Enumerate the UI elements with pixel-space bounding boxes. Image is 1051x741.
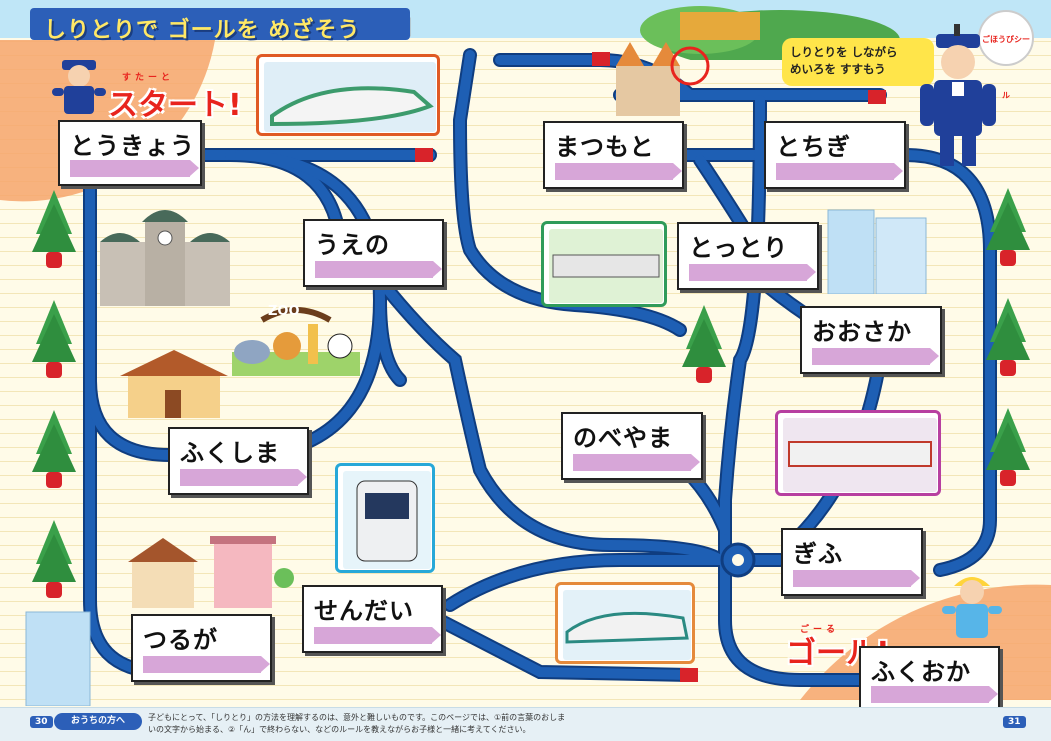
word-card-label: おおさか — [812, 318, 912, 346]
start-label: スタート! — [108, 88, 242, 123]
tree-icon — [986, 408, 1030, 486]
station-master-figure — [920, 24, 996, 166]
answer-arrow[interactable] — [573, 454, 700, 471]
word-card-label: とちぎ — [776, 133, 851, 161]
start-ruby: すたーと — [122, 73, 175, 83]
page-number-left: 30 — [30, 716, 53, 728]
houses-scene — [128, 536, 294, 608]
answer-arrow[interactable] — [314, 627, 441, 644]
tokyo-station-building — [100, 210, 230, 306]
word-card-tsuruga[interactable]: つるが — [131, 614, 272, 682]
answer-arrow[interactable] — [315, 261, 442, 278]
word-card-label: つるが — [143, 626, 218, 654]
hybrid-train-photo — [775, 410, 941, 496]
limited-express-photo — [541, 221, 667, 307]
word-card-label: のべやま — [573, 424, 673, 452]
word-card-oosaka[interactable]: おおさか — [800, 306, 942, 374]
tower-building — [25, 611, 91, 706]
tree-icon — [682, 305, 726, 383]
word-card-label: うえの — [315, 231, 390, 259]
parents-note-tag: おうちの方へ — [54, 713, 142, 730]
tree-icon — [986, 298, 1030, 376]
word-card-gifu[interactable]: ぎふ — [781, 528, 923, 596]
word-card-fukuoka[interactable]: ふくおか — [859, 646, 1000, 712]
answer-arrow[interactable] — [812, 348, 939, 365]
word-card-matsumoto[interactable]: まつもと — [543, 121, 684, 189]
tree-icon — [32, 300, 76, 378]
shinkansen-photo — [256, 54, 440, 136]
speech-line-2: めいろを すすもう — [790, 62, 886, 76]
word-card-label: ふくおか — [871, 658, 971, 686]
page-number-right: 31 — [1003, 716, 1026, 728]
title-bar — [30, 8, 410, 40]
answer-arrow[interactable] — [871, 686, 998, 703]
answer-arrow[interactable] — [689, 264, 816, 281]
footer-strip — [0, 707, 1051, 741]
word-card-label: ぎふ — [793, 540, 843, 568]
goal-ruby: ごーる — [800, 625, 840, 635]
word-card-label: ふくしま — [180, 439, 280, 467]
answer-arrow[interactable] — [180, 469, 307, 486]
tree-icon — [32, 410, 76, 488]
zoo-scene — [232, 307, 360, 376]
word-card-label: せんだい — [314, 597, 414, 625]
tree-icon — [32, 190, 76, 268]
answer-arrow[interactable] — [793, 570, 920, 587]
word-card-tokyo[interactable]: とうきょう — [58, 120, 202, 186]
answer-arrow[interactable] — [776, 163, 903, 180]
western-house-building — [120, 350, 228, 418]
speech-line-1: しりとりを しながら — [790, 45, 898, 59]
office-buildings — [827, 209, 927, 294]
castle-amusement-scene — [616, 42, 710, 116]
worker-figure — [942, 577, 1002, 638]
word-card-tottori[interactable]: とっとり — [677, 222, 819, 290]
answer-arrow[interactable] — [70, 160, 199, 177]
commuter-train-photo — [335, 463, 435, 573]
reward-sticker-slot: ごほうびシール — [978, 10, 1034, 100]
page-title: しりとりで ゴールを めざそう — [44, 18, 361, 43]
answer-arrow[interactable] — [555, 163, 682, 180]
answer-arrow[interactable] — [143, 656, 270, 673]
speech-bubble: しりとりを しながら めいろを すすもう — [782, 38, 934, 86]
word-card-tochigi[interactable]: とちぎ — [764, 121, 906, 189]
word-card-ueno[interactable]: うえの — [303, 219, 444, 287]
word-card-label: とっとり — [689, 234, 789, 262]
conductor-icon — [52, 60, 106, 114]
parents-note-text: 子どもにとって、「しりとり」の方法を理解するのは、意外と難しいものです。このペー… — [148, 713, 566, 734]
word-card-fukushima[interactable]: ふくしま — [168, 427, 309, 495]
word-card-sendai[interactable]: せんだい — [302, 585, 443, 653]
express-train-photo — [555, 582, 695, 664]
tree-icon — [32, 520, 76, 598]
tree-icon — [986, 188, 1030, 266]
word-card-nobeyama[interactable]: のべやま — [561, 412, 703, 480]
word-card-label: とうきょう — [70, 132, 195, 160]
word-card-label: まつもと — [555, 133, 655, 161]
zoo-sign: ZOO — [268, 304, 300, 319]
